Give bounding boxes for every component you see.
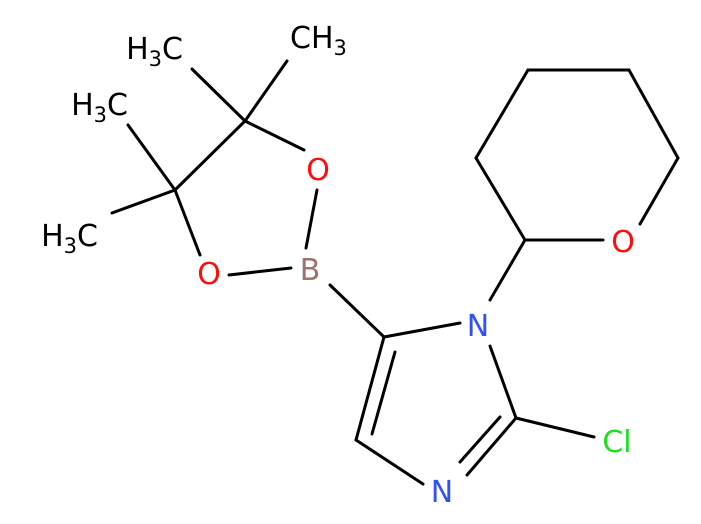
bond-thp-c6-o <box>638 156 680 226</box>
bond-b-c5im <box>328 283 386 339</box>
bond-c4-c5 <box>173 119 247 192</box>
bond-thp-c2-c3 <box>474 156 527 242</box>
bond-c4-me-mid-left <box>126 123 177 192</box>
bond-c5-me-top-right <box>243 59 289 123</box>
bond-c4im-c5im <box>354 335 386 442</box>
bond-c5-o1 <box>243 119 306 152</box>
atom-oxygen-top: O <box>306 153 330 188</box>
methyl-top-right: CH3 <box>290 21 347 60</box>
atom-oxygen-thp: O <box>611 225 635 260</box>
bond-c5im-n1 <box>382 321 462 339</box>
atom-nitrogen-n3: N <box>431 475 453 510</box>
atom-oxygen-bottom: O <box>197 257 221 292</box>
bond-n1-c2 <box>488 344 518 420</box>
atom-layer: O O B N N Cl O H3C CH3 H3C H3C <box>41 21 635 510</box>
bond-n1-c2thp <box>488 238 527 302</box>
atom-boron: B <box>300 253 321 288</box>
methyl-mid-left: H3C <box>71 88 128 127</box>
bond-thp-c5-c6 <box>627 68 680 160</box>
methyl-top-left: H3C <box>126 32 183 71</box>
methyl-bottom-left: H3C <box>41 219 98 258</box>
bond-layer <box>110 59 680 486</box>
atom-chlorine: Cl <box>602 425 631 460</box>
bond-c4-me-bottom-left <box>110 188 177 215</box>
bond-c2-n3-inner <box>458 415 502 464</box>
bond-o2-c4 <box>173 188 202 257</box>
bond-c2-cl <box>514 416 596 439</box>
bond-c2-n3 <box>465 416 518 477</box>
bond-c4im-c5im-inner <box>370 350 397 436</box>
bond-n3-c4im <box>354 438 425 486</box>
atom-nitrogen-n1: N <box>467 309 489 344</box>
bond-thp-c3-c4 <box>474 68 530 160</box>
bond-o1-b <box>304 188 319 250</box>
bond-b-o2 <box>227 266 293 277</box>
bond-c5-me-top-left <box>190 67 247 123</box>
